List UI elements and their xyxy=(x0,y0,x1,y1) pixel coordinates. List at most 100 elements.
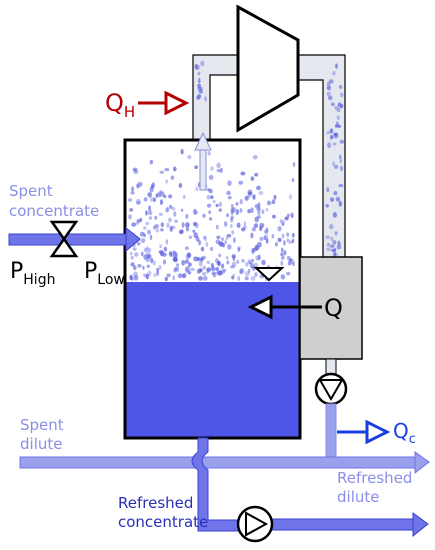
vapor-bubble xyxy=(333,251,337,258)
vapor-bubble xyxy=(328,95,333,101)
vapor-bubble xyxy=(145,210,148,216)
vapor-bubble xyxy=(215,224,219,230)
throttle-valve xyxy=(49,220,79,258)
vapor-bubble xyxy=(193,256,198,262)
vapor-bubble xyxy=(143,247,148,253)
vapor-bubble xyxy=(274,242,278,247)
vapor-bubble xyxy=(156,271,160,276)
vapor-bubble xyxy=(336,115,340,120)
vapor-bubble xyxy=(162,259,167,265)
vapor-bubble xyxy=(176,263,180,267)
vapor-bubble xyxy=(143,197,148,202)
vapor-bubble xyxy=(216,168,221,173)
vapor-bubble xyxy=(206,203,212,208)
vapor-bubble xyxy=(160,222,164,227)
vapor-bubble xyxy=(243,225,247,230)
p-high-label: PHigh xyxy=(10,259,55,288)
vapor-bubble xyxy=(251,226,257,232)
vapor-bubble xyxy=(326,85,331,91)
vapor-bubble xyxy=(203,235,206,240)
vapor-bubble xyxy=(184,246,189,250)
vapor-bubble xyxy=(333,190,338,196)
vapor-bubble xyxy=(238,180,244,185)
vapor-bubble xyxy=(198,261,203,267)
vapor-bubble xyxy=(149,196,155,202)
vapor-bubble xyxy=(192,229,196,233)
vapor-bubble xyxy=(159,170,165,174)
vapor-bubble xyxy=(128,198,133,202)
vapor-bubble xyxy=(279,219,283,224)
vapor-bubble xyxy=(149,186,154,193)
vapor-bubble xyxy=(206,260,211,264)
vapor-bubble xyxy=(136,201,141,205)
vapor-bubble xyxy=(200,60,205,67)
vapor-bubble xyxy=(131,222,137,227)
vapor-bubble xyxy=(327,142,332,149)
vapor-bubble xyxy=(264,229,269,234)
vapor-bubble xyxy=(173,211,177,217)
vapor-bubble xyxy=(146,264,150,268)
vapor-bubble xyxy=(257,202,261,209)
vapor-bubble xyxy=(174,219,178,223)
vapor-bubble xyxy=(210,195,214,200)
vapor-bubble xyxy=(330,102,335,107)
vapor-bubble xyxy=(225,236,229,241)
vapor-bubble xyxy=(226,190,231,196)
refreshed-dilute-label-2: dilute xyxy=(337,488,379,506)
vapor-bubble xyxy=(326,91,331,97)
vapor-bubble xyxy=(336,198,340,202)
vapor-bubble xyxy=(283,250,287,256)
vapor-bubble xyxy=(336,244,342,250)
vapor-bubble xyxy=(136,183,140,189)
vapor-bubble xyxy=(171,207,176,211)
vapor-bubble xyxy=(139,182,143,187)
vapor-bubble xyxy=(226,260,230,265)
vapor-bubble xyxy=(182,273,187,278)
vapor-bubble xyxy=(332,161,335,167)
vapor-bubble xyxy=(338,154,342,160)
vapor-bubble xyxy=(137,218,142,223)
vapor-bubble xyxy=(256,185,261,191)
cold-out-arrow xyxy=(337,419,391,445)
vapor-bubble xyxy=(224,221,228,227)
vapor-bubble xyxy=(169,252,173,258)
vapor-bubble xyxy=(164,168,170,172)
vapor-bubble xyxy=(339,139,344,144)
vapor-bubble xyxy=(232,273,236,277)
vapor-bubble xyxy=(334,124,338,128)
vapor-bubble xyxy=(280,274,286,280)
vapor-bubble xyxy=(226,234,232,238)
vapor-bubble xyxy=(250,275,256,281)
refreshed-concentrate-label-2: concentrate xyxy=(118,513,208,531)
vapor-bubble xyxy=(334,164,339,169)
vapor-bubble xyxy=(220,167,223,173)
liquid-level-marker xyxy=(253,267,285,282)
vapor-bubble xyxy=(137,181,142,188)
vapor-bubble xyxy=(230,204,234,208)
vapor-bubble xyxy=(283,240,286,246)
vapor-bubble xyxy=(230,265,235,269)
vapor-bubble xyxy=(180,208,184,212)
vapor-bubble xyxy=(247,209,252,214)
vapor-bubble xyxy=(227,180,232,187)
vapor-bubble xyxy=(239,208,243,213)
vapor-bubble xyxy=(335,63,338,69)
vapor-bubble xyxy=(244,276,249,281)
vapor-bubble xyxy=(280,252,283,257)
vapor-bubble xyxy=(149,234,153,240)
vapor-bubble xyxy=(208,210,211,214)
vapor-bubble xyxy=(332,240,337,245)
vapor-bubble xyxy=(135,198,141,205)
vapor-bubble xyxy=(168,217,172,223)
vapor-bubble xyxy=(258,191,264,195)
vapor-bubble xyxy=(286,238,290,243)
vapor-bubble xyxy=(202,265,207,270)
vapor-bubble xyxy=(198,267,202,274)
spent-concentrate-pipe xyxy=(8,226,141,253)
vapor-bubble xyxy=(237,275,241,281)
vapor-bubble xyxy=(155,228,160,233)
vapor-bubble xyxy=(194,63,198,70)
vapor-bubble xyxy=(210,166,214,172)
refreshed-dilute-label-1: Refreshed xyxy=(337,469,412,487)
vapor-bubble xyxy=(251,258,255,263)
